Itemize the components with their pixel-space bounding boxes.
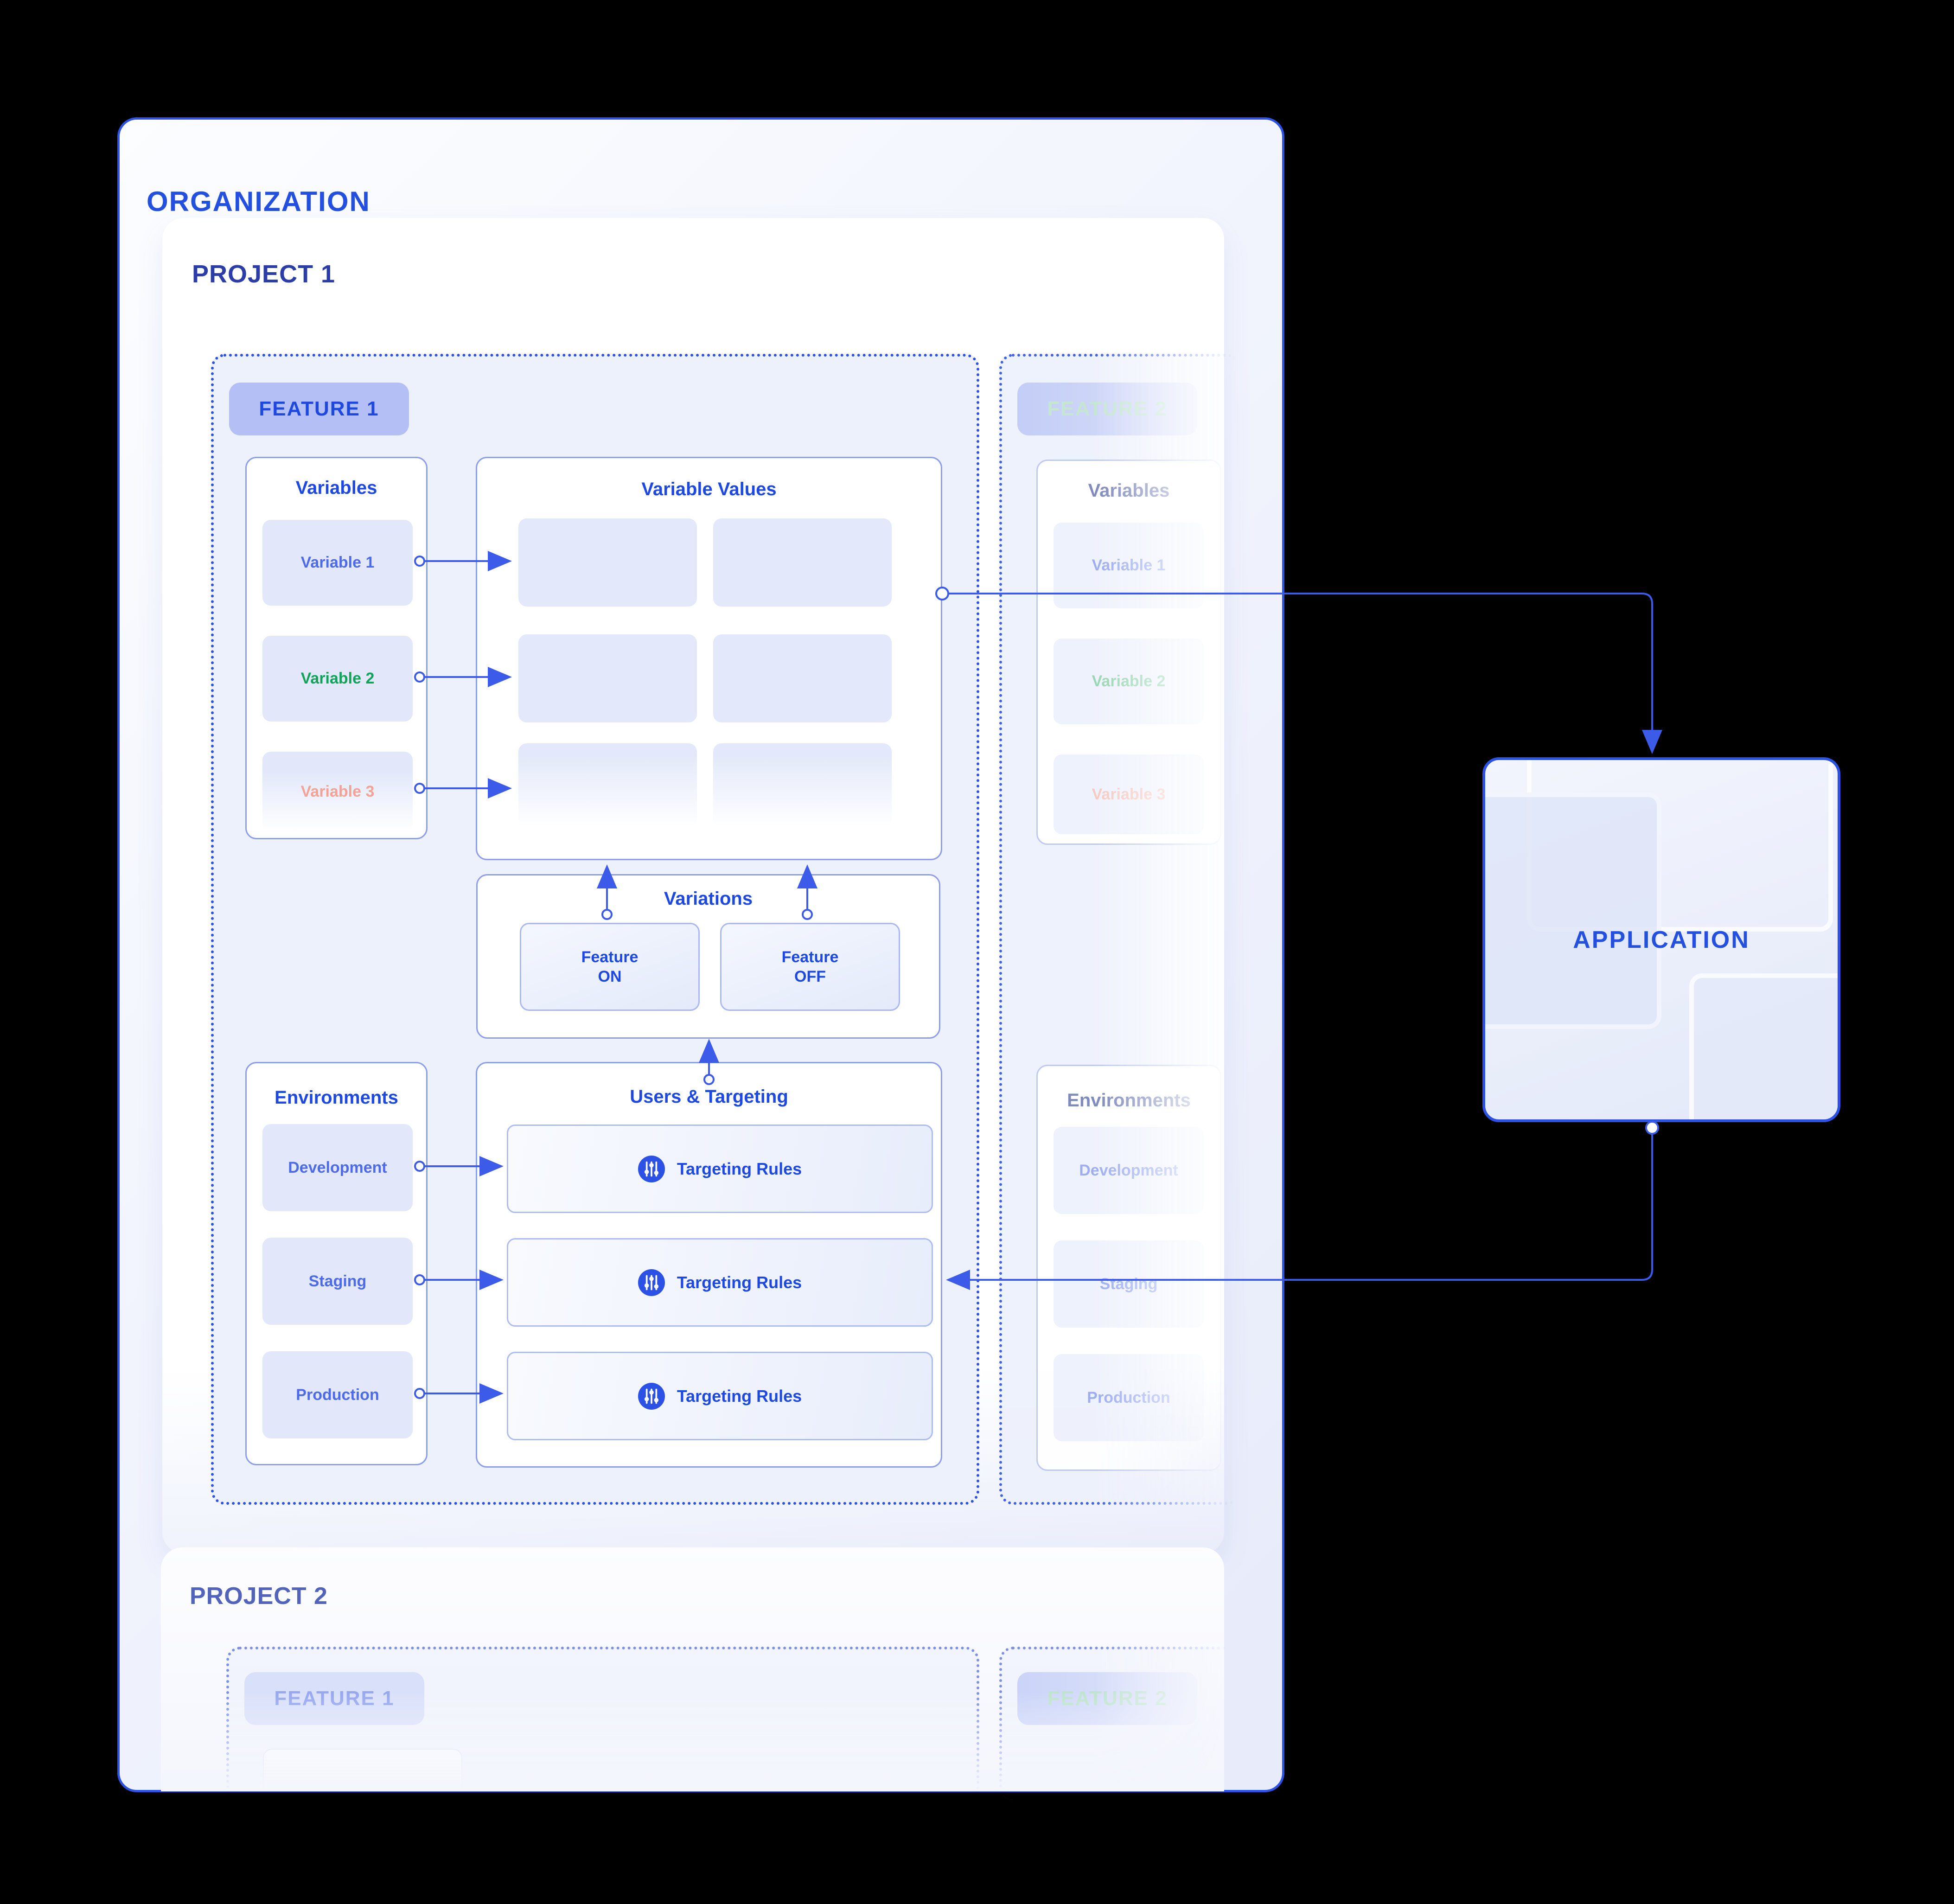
feature2-variable-3-item: Variable 3 — [1054, 754, 1204, 834]
application-title: APPLICATION — [1573, 926, 1750, 953]
environments-title: Environments — [275, 1087, 398, 1108]
environments-panel: Environments Development Staging Product… — [245, 1062, 428, 1465]
sliders-icon — [638, 1155, 665, 1182]
feature-on-line2: ON — [598, 968, 622, 985]
value-placeholder — [518, 634, 697, 722]
targeting-rules-row: Targeting Rules — [507, 1352, 933, 1440]
feature-on-line1: Feature — [581, 948, 639, 966]
sliders-icon — [638, 1269, 665, 1296]
organization-title: ORGANIZATION — [147, 186, 370, 217]
project2-feature2-box: FEATURE 2 — [999, 1647, 1240, 1800]
targeting-rules-row: Targeting Rules — [507, 1238, 933, 1327]
feature-off-line2: OFF — [794, 968, 826, 985]
project2-title: PROJECT 2 — [190, 1583, 328, 1610]
variations-panel: Variations Feature ON Feature OFF — [476, 874, 940, 1039]
targeting-rules-row: Targeting Rules — [507, 1125, 933, 1213]
variables-title: Variables — [295, 478, 377, 498]
feature2-variables-panel: Variables Variable 1 Variable 2 Variable… — [1036, 460, 1221, 845]
feature2-container: FEATURE 2 Variables Variable 1 Variable … — [999, 354, 1240, 1505]
value-placeholder — [713, 518, 892, 607]
sliders-icon — [638, 1382, 665, 1410]
targeting-rules-label: Targeting Rules — [677, 1272, 802, 1292]
project2-feature1-box: FEATURE 1 — [226, 1647, 979, 1800]
variable-1-item: Variable 1 — [262, 520, 413, 606]
value-placeholder — [713, 743, 892, 827]
feature2-environments-panel: Environments Development Staging Product… — [1036, 1065, 1221, 1471]
feature-on-card: Feature ON — [520, 923, 700, 1011]
feature2-environment-staging-item: Staging — [1054, 1240, 1204, 1328]
environment-production-item: Production — [262, 1351, 413, 1438]
application-box: APPLICATION — [1482, 757, 1840, 1122]
application-decor-square — [1689, 973, 1838, 1119]
application-decor-square — [1485, 792, 1661, 1029]
variable-values-title: Variable Values — [641, 479, 777, 499]
value-placeholder — [713, 634, 892, 722]
feature-off-card: Feature OFF — [720, 923, 900, 1011]
variable-values-panel: Variable Values — [476, 457, 942, 860]
environment-staging-item: Staging — [262, 1238, 413, 1325]
value-placeholder — [518, 518, 697, 607]
feature2-variable-1-item: Variable 1 — [1054, 523, 1204, 608]
users-targeting-title: Users & Targeting — [630, 1086, 788, 1107]
feature2-environment-development-item: Development — [1054, 1127, 1204, 1214]
value-placeholder — [518, 743, 697, 827]
feature1-badge: FEATURE 1 — [229, 383, 409, 435]
variables-panel: Variables Variable 1 Variable 2 Variable… — [245, 457, 428, 839]
project2-feature2-badge: FEATURE 2 — [1017, 1672, 1197, 1725]
feature2-variables-title: Variables — [1088, 480, 1170, 501]
feature2-environments-title: Environments — [1067, 1090, 1191, 1111]
variations-title: Variations — [664, 888, 753, 909]
project1-title: PROJECT 1 — [192, 260, 336, 288]
variable-3-item: Variable 3 — [262, 752, 413, 831]
feature2-badge: FEATURE 2 — [1017, 383, 1197, 435]
feature2-environment-production-item: Production — [1054, 1354, 1204, 1441]
environment-development-item: Development — [262, 1124, 413, 1211]
project2-feature1-ghost-panel — [263, 1749, 462, 1796]
feature-off-line1: Feature — [781, 948, 839, 966]
users-targeting-panel: Users & Targeting Targeting Rules Target… — [476, 1062, 942, 1468]
targeting-rules-label: Targeting Rules — [677, 1386, 802, 1406]
project2-feature1-badge: FEATURE 1 — [244, 1672, 424, 1725]
variable-2-item: Variable 2 — [262, 636, 413, 722]
targeting-rules-label: Targeting Rules — [677, 1159, 802, 1178]
feature2-variable-2-item: Variable 2 — [1054, 639, 1204, 724]
